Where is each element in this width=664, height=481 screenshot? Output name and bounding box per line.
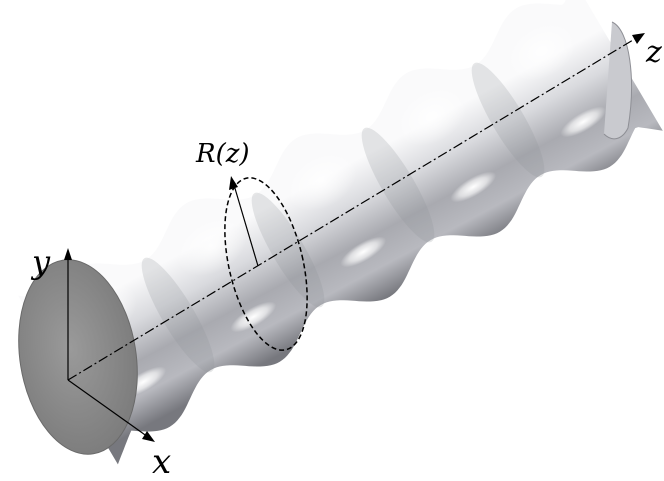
valley-shadow [361, 127, 435, 243]
tube-body [18, 0, 663, 465]
bulge-highlight [286, 151, 357, 211]
tube-highlights [66, 21, 607, 398]
near-end-cap [18, 259, 138, 455]
valley-shadow [141, 257, 215, 373]
radius-line [233, 184, 259, 267]
cross-section-ellipse [224, 177, 308, 351]
x-axis-line [67, 379, 149, 438]
z-axis-line [67, 36, 639, 381]
bulge-specular [230, 301, 277, 333]
x-axis-label: x [152, 442, 171, 481]
x-axis-arrowhead [142, 431, 155, 442]
y-axis-arrowhead [64, 248, 72, 260]
valley-shadow [471, 62, 545, 178]
radius-label: R(z) [195, 139, 250, 169]
z-axis-arrowhead [632, 33, 645, 44]
corrugated-tube-surface [18, 0, 663, 465]
bulge-highlight [396, 86, 467, 146]
bulge-specular [560, 106, 607, 138]
bulge-specular [450, 171, 497, 203]
bulge-highlight [506, 21, 577, 81]
bulge-highlight [176, 216, 247, 276]
bulge-specular [340, 236, 387, 268]
y-axis-label: y [30, 243, 51, 281]
valley-shadow [251, 192, 325, 308]
radius-arrowhead [229, 176, 238, 190]
far-end-rim [603, 21, 632, 140]
z-axis-label: z [645, 35, 662, 70]
